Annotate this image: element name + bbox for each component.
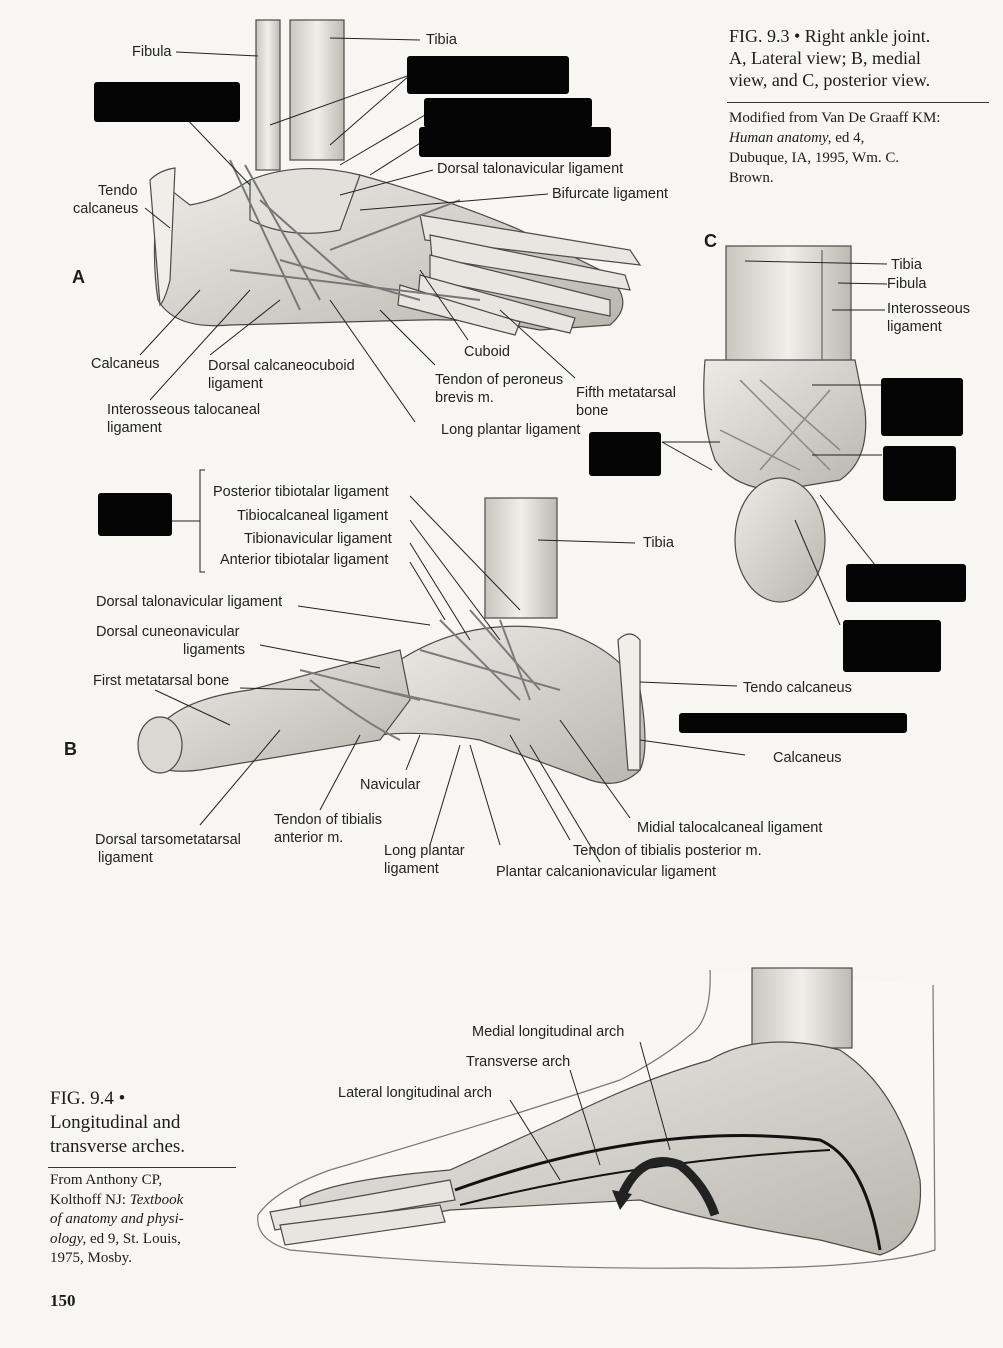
source-line: Kolthoff NJ: Textbook	[50, 1191, 235, 1211]
source-book-title: Human anatomy,	[729, 130, 832, 146]
label-dorsal-tarsometatarsal-ligament: ligament	[98, 850, 153, 866]
redaction-box	[98, 493, 172, 536]
label-tibia: Tibia	[426, 32, 457, 48]
fig-9-4-caption: FIG. 9.4 • Longitudinal and transverse a…	[50, 1087, 235, 1159]
label-interosseous-ligament: ligament	[887, 319, 942, 335]
source-line: Brown.	[729, 170, 774, 186]
source-authors: Kolthoff NJ:	[50, 1191, 130, 1208]
label-interosseous-talocaneal-ligament: Interosseous talocaneal	[107, 402, 261, 418]
label-navicular: Navicular	[360, 777, 421, 793]
label-medial-longitudinal-arch: Medial longitudinal arch	[472, 1024, 625, 1040]
source-line: Dubuque, IA, 1995, Wm. C.	[729, 150, 900, 166]
source-line: Modified from Van De Graaff KM:	[729, 110, 941, 126]
source-edition: ed 4,	[831, 130, 865, 146]
panel-label-c: C	[704, 231, 717, 251]
source-line: ology, ed 9, St. Louis,	[50, 1230, 235, 1250]
label-fibula: Fibula	[887, 276, 927, 292]
label-anterior-tibiotalar-ligament: Anterior tibiotalar ligament	[220, 552, 389, 568]
source-line: of anatomy and physi-	[50, 1210, 235, 1230]
fig-9-3-caption: FIG. 9.3 • Right ankle joint. A, Lateral…	[729, 25, 991, 91]
label-medial-talocalcaneal-ligament: Midial talocalcaneal ligament	[637, 820, 823, 836]
redaction-box	[883, 446, 956, 501]
label-tendon-peroneus-brevis: brevis m.	[435, 390, 494, 406]
caption-line: FIG. 9.4 •	[50, 1088, 126, 1109]
label-dorsal-calcaneocuboid-ligament: Dorsal calcaneocuboid	[208, 358, 355, 374]
label-tendo-calcaneus: Tendo calcaneus	[743, 680, 852, 696]
label-tendon-tibialis-anterior: anterior m.	[274, 830, 344, 846]
label-tendo-calcaneus: Tendo	[98, 183, 138, 199]
label-first-metatarsal-bone: First metatarsal bone	[93, 673, 230, 689]
source-book-title: ology,	[50, 1230, 87, 1247]
fig-9-4-source: From Anthony CP, Kolthoff NJ: Textbook o…	[50, 1171, 235, 1269]
redaction-box	[679, 713, 907, 733]
source-line: From Anthony CP,	[50, 1172, 163, 1188]
label-long-plantar-ligament: Long plantar	[384, 843, 465, 859]
caption-line: A, Lateral view; B, medial	[729, 48, 921, 68]
label-dorsal-talonavicular-ligament: Dorsal talonavicular ligament	[437, 161, 624, 177]
label-bifurcate-ligament: Bifurcate ligament	[552, 186, 669, 202]
label-tibia: Tibia	[891, 257, 922, 273]
label-tendo-calcaneus: calcaneus	[73, 201, 139, 217]
label-tendon-tibialis-anterior: Tendon of tibialis	[274, 812, 383, 828]
source-line: 1975, Mosby.	[50, 1250, 132, 1266]
label-dorsal-calcaneocuboid-ligament: ligament	[208, 376, 263, 392]
label-dorsal-talonavicular-ligament: Dorsal talonavicular ligament	[96, 594, 283, 610]
posterior-view-illustration	[703, 245, 867, 603]
redaction-box	[94, 82, 240, 122]
redaction-box	[843, 620, 941, 672]
label-calcaneus: Calcaneus	[773, 750, 842, 766]
label-long-plantar-ligament: ligament	[384, 861, 439, 877]
label-lateral-longitudinal-arch: Lateral longitudinal arch	[338, 1085, 492, 1101]
label-tibionavicular-ligament: Tibionavicular ligament	[244, 531, 392, 547]
label-posterior-tibiotalar-ligament: Posterior tibiotalar ligament	[213, 484, 389, 500]
label-tendon-peroneus-brevis: Tendon of peroneus	[435, 372, 564, 388]
label-interosseous-ligament: Interosseous	[887, 301, 971, 317]
label-fifth-metatarsal-bone: Fifth metatarsal	[576, 385, 676, 401]
label-dorsal-cuneonavicular-ligaments: Dorsal cuneonavicular	[96, 624, 240, 640]
label-cuboid: Cuboid	[464, 344, 510, 360]
caption-divider	[48, 1167, 236, 1168]
redaction-box	[846, 564, 966, 602]
label-tibia: Tibia	[643, 535, 674, 551]
caption-line: transverse arches.	[50, 1136, 186, 1157]
panel-label-b: B	[64, 739, 77, 759]
label-dorsal-cuneonavicular-ligaments: ligaments	[183, 642, 246, 658]
panel-label-a: A	[72, 267, 85, 287]
lateral-view-illustration	[149, 19, 642, 336]
redaction-box	[419, 127, 611, 157]
lateral-view-leaders	[139, 37, 576, 423]
label-fifth-metatarsal-bone: bone	[576, 403, 609, 419]
label-interosseous-talocaneal-ligament: ligament	[107, 420, 162, 436]
label-fibula: Fibula	[132, 44, 172, 60]
source-book-title: of anatomy and physi-	[50, 1211, 184, 1227]
redaction-box	[407, 56, 569, 94]
arch-curves	[454, 1134, 882, 1251]
label-tibiocalcaneal-ligament: Tibiocalcaneal ligament	[237, 508, 388, 524]
medial-view-leaders	[154, 469, 746, 863]
redaction-box	[881, 378, 963, 436]
label-transverse-arch: Transverse arch	[466, 1054, 571, 1070]
label-plantar-calcaneonavicular-ligament: Plantar calcanionavicular ligament	[496, 864, 717, 880]
medial-view-illustration	[137, 497, 646, 784]
caption-line: FIG. 9.3 • Right ankle joint.	[729, 26, 931, 46]
caption-line: Longitudinal and	[50, 1112, 181, 1133]
posterior-view-leaders	[661, 260, 888, 626]
label-tendon-tibialis-posterior: Tendon of tibialis posterior m.	[573, 843, 762, 859]
source-line: Human anatomy, ed 4,	[729, 128, 991, 148]
source-edition: ed 9, St. Louis,	[86, 1230, 181, 1247]
arches-leaders	[509, 1041, 671, 1181]
redaction-box	[589, 432, 661, 476]
label-calcaneus: Calcaneus	[91, 356, 160, 372]
caption-divider	[727, 102, 989, 103]
page-number: 150	[50, 1291, 76, 1310]
label-long-plantar-ligament: Long plantar ligament	[441, 422, 581, 438]
redaction-box	[424, 98, 592, 128]
label-dorsal-tarsometatarsal-ligament: Dorsal tarsometatarsal	[95, 832, 241, 848]
fig-9-3-source: Modified from Van De Graaff KM: Human an…	[729, 108, 991, 188]
arches-illustration	[257, 967, 936, 1269]
caption-line: view, and C, posterior view.	[729, 70, 931, 90]
source-book-title: Textbook	[129, 1191, 184, 1208]
